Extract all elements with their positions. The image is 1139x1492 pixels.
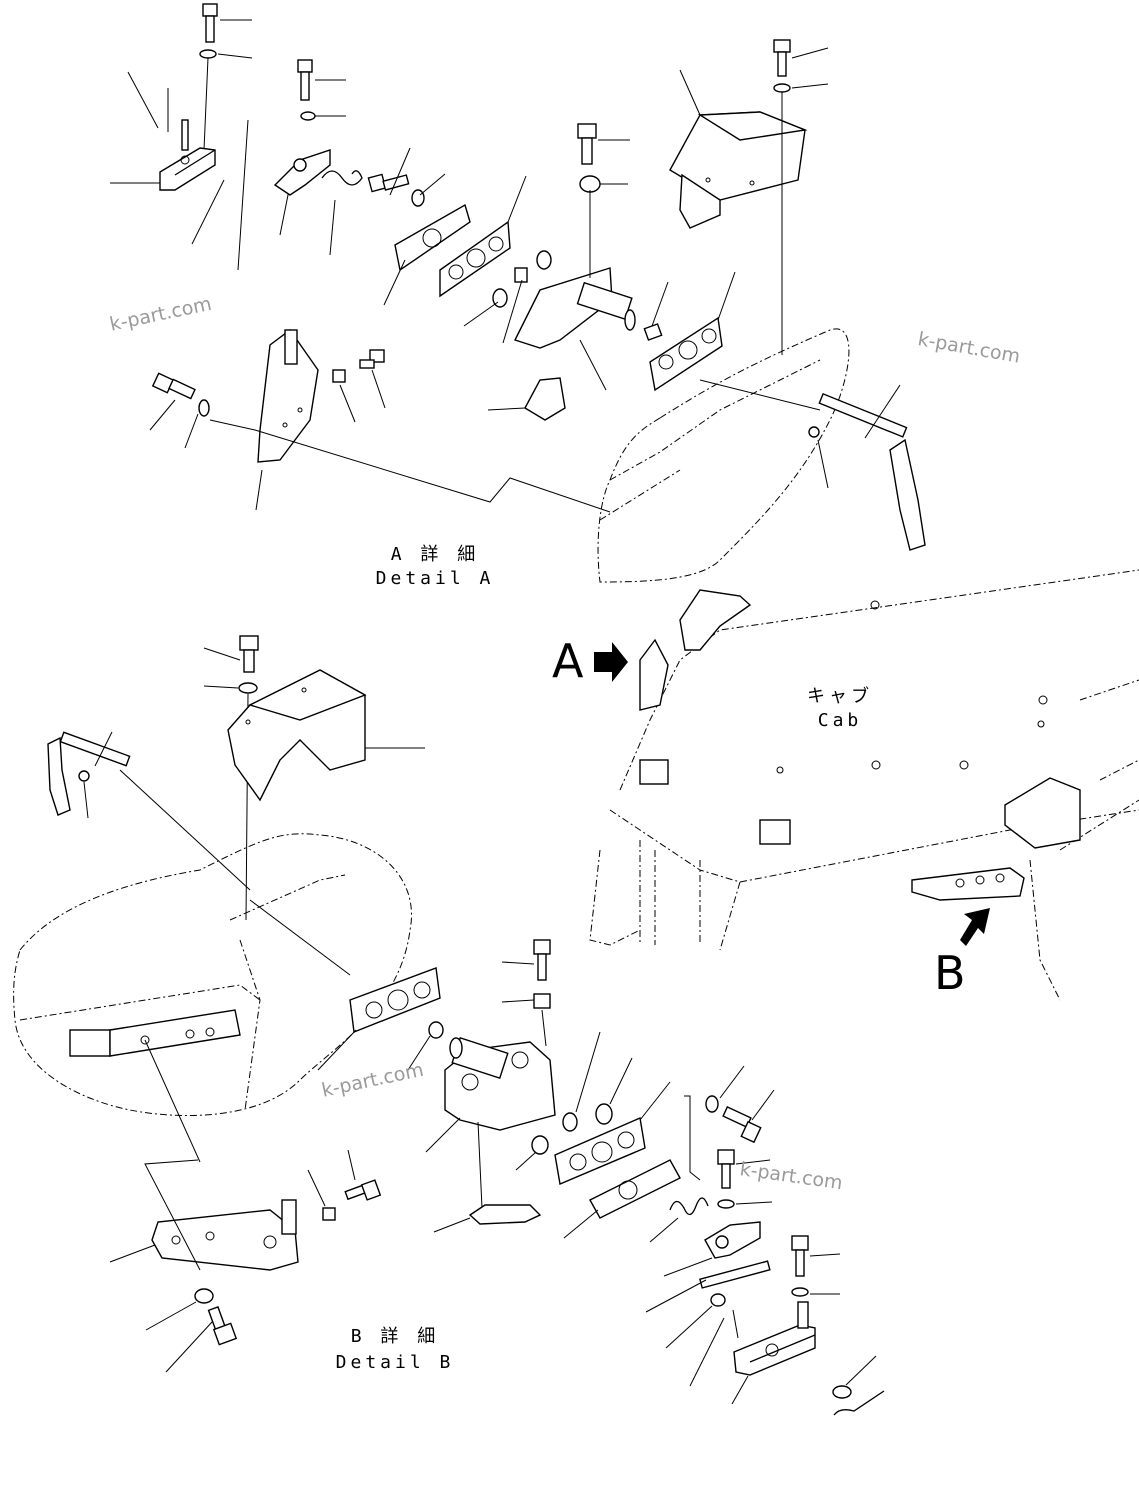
bolt: [207, 1306, 238, 1346]
stay-post: [257, 329, 319, 463]
lock-plate: [589, 1159, 681, 1219]
latch: [273, 149, 363, 196]
detail-b-group: [13, 635, 885, 1416]
lock-plate: [394, 203, 471, 272]
bolt: [297, 59, 316, 121]
detail-b-title-en: Detail B: [335, 1352, 455, 1373]
cover: [227, 669, 367, 802]
bolt: [151, 372, 196, 400]
shim-plate: [349, 967, 441, 1033]
bolt: [199, 3, 218, 59]
handle-lever: [47, 731, 131, 816]
lock-block: [159, 119, 216, 191]
hinge-bracket: [444, 1037, 556, 1131]
bolt: [344, 1179, 382, 1201]
detail-a-title-en: Detail A: [375, 568, 495, 589]
handle-lever: [818, 392, 926, 551]
bolt: [791, 1235, 809, 1297]
cover: [669, 111, 808, 229]
latch: [704, 1221, 761, 1259]
hinge-bracket: [514, 267, 636, 349]
bolt: [717, 1149, 735, 1209]
detail-a-title-jp: A 詳 細: [390, 544, 480, 565]
detail-a-group: [110, 3, 926, 583]
shim-plate: [439, 220, 511, 298]
bolt: [773, 39, 791, 93]
cab-outline: [589, 569, 1139, 1001]
bolt: [359, 349, 385, 369]
arrow-a-label: A: [552, 634, 584, 688]
detail-b-title-jp: B 詳 細: [350, 1326, 440, 1347]
cab-label-en: Cab: [817, 710, 863, 731]
shim-plate: [649, 316, 723, 392]
bolt: [577, 123, 601, 193]
bolt: [238, 635, 259, 694]
bolt: [722, 1106, 762, 1144]
spring: [669, 1197, 709, 1216]
arrow-b-label: B: [934, 946, 966, 1000]
cab-label-jp: キャブ: [807, 686, 873, 707]
bolt: [533, 939, 551, 1009]
hinge-stay: [151, 1199, 299, 1271]
lock-block: [733, 1301, 816, 1376]
shim-plate: [554, 1117, 646, 1185]
